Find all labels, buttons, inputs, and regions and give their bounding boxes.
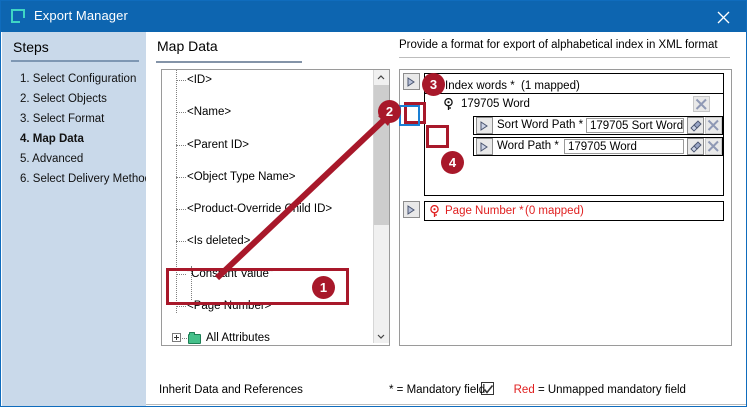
- footer-divider: [146, 404, 746, 405]
- mapping-unmapped-count: (0 mapped): [525, 205, 584, 217]
- tree-row[interactable]: <Name>: [162, 104, 372, 120]
- step-item-4[interactable]: 4. Map Data: [20, 133, 84, 145]
- mapping-panel: Index words * (1 mapped) 179705 Word: [399, 69, 732, 346]
- annotation-badge-1: 1: [312, 276, 335, 299]
- step-item-3[interactable]: 3. Select Format: [20, 113, 105, 125]
- mapping-field-label: Sort Word Path *: [497, 119, 584, 131]
- pick-icon[interactable]: [687, 117, 704, 134]
- tree-item-label: All Attributes: [206, 332, 270, 345]
- mapping-group-header[interactable]: Index words * (1 mapped): [425, 74, 723, 94]
- steps-divider: [11, 60, 139, 62]
- mapping-subgroup-label: 179705 Word: [461, 98, 530, 110]
- tree-row[interactable]: <Product-Override Child ID>: [162, 201, 372, 217]
- legend-red-rest: = Unmapped mandatory field: [537, 384, 686, 396]
- pick-icon[interactable]: [687, 138, 704, 155]
- page-title-divider: [156, 61, 302, 63]
- tree-guide-root: [176, 70, 178, 313]
- annotation-badge-2: 2: [378, 100, 401, 123]
- tree-row[interactable]: All Attributes: [162, 330, 372, 345]
- scroll-up-icon[interactable]: [374, 70, 389, 85]
- tree-row[interactable]: "Constant Value": [162, 266, 372, 282]
- mapping-group-count: (1 mapped): [521, 80, 580, 92]
- annotation-badge-4: 4: [441, 151, 464, 174]
- legend-mandatory: * = Mandatory field: [389, 384, 486, 396]
- title-bar: Export Manager: [1, 1, 746, 32]
- mapping-unmapped-expander[interactable]: [403, 201, 420, 218]
- tree-item-label: <Product-Override Child ID>: [187, 203, 333, 216]
- inherit-data-label: Inherit Data and References: [159, 384, 303, 396]
- inherit-data-checkbox[interactable]: [481, 382, 494, 395]
- legend-red-word: Red: [513, 384, 535, 396]
- expand-arrow-icon[interactable]: [476, 138, 493, 155]
- page-title: Map Data: [157, 38, 218, 54]
- tree-item-label: <Name>: [187, 106, 232, 119]
- remove-icon[interactable]: [693, 96, 710, 112]
- tree-item-label: <Is deleted>: [187, 235, 251, 248]
- tree-row[interactable]: <Parent ID>: [162, 137, 372, 153]
- close-icon[interactable]: [701, 1, 746, 32]
- mapping-field-value[interactable]: 179705 Sort Word: [586, 118, 684, 133]
- mapping-field-label: Word Path *: [497, 140, 559, 152]
- tree-item-label: <Object Type Name>: [187, 170, 296, 183]
- mapping-subgroup-179705-word: 179705 Word Sort Word Path * 179705 Sort…: [437, 95, 723, 174]
- mapping-group-expander[interactable]: [403, 73, 420, 90]
- tree-item-label: "Constant Value": [187, 267, 273, 280]
- expand-arrow-icon[interactable]: [476, 117, 493, 134]
- legend: * = Mandatory field Red = Unmapped manda…: [389, 384, 686, 396]
- key-icon: [444, 98, 453, 110]
- tree-row[interactable]: <Page Number>: [162, 298, 372, 314]
- mapping-group-index-words: Index words * (1 mapped) 179705 Word: [424, 73, 724, 196]
- step-item-5[interactable]: 5. Advanced: [20, 153, 84, 165]
- mapping-field-value[interactable]: 179705 Word: [564, 139, 684, 154]
- tree-items: <ID> <Name> <Parent ID> <Object Type Nam…: [162, 70, 372, 345]
- mapping-field-row: Word Path * 179705 Word: [473, 137, 723, 156]
- tree-row[interactable]: <Object Type Name>: [162, 169, 372, 185]
- step-item-1[interactable]: 1. Select Configuration: [20, 73, 137, 85]
- remove-icon[interactable]: [705, 138, 722, 155]
- step-item-6[interactable]: 6. Select Delivery Method: [20, 173, 152, 185]
- window-title: Export Manager: [34, 8, 128, 23]
- mapping-field-row: Sort Word Path * 179705 Sort Word: [473, 116, 723, 135]
- mapping-unmapped-label: Page Number *: [445, 205, 524, 217]
- mapping-group-label: Index words *: [445, 80, 515, 92]
- mapping-subgroup-header[interactable]: 179705 Word: [437, 95, 723, 115]
- steps-heading: Steps: [13, 39, 49, 55]
- annotation-badge-3: 3: [422, 73, 445, 96]
- source-tree[interactable]: <ID> <Name> <Parent ID> <Object Type Nam…: [161, 69, 390, 346]
- main-content: Map Data Provide a format for export of …: [146, 32, 746, 406]
- steps-list: 1. Select Configuration 2. Select Object…: [20, 69, 152, 189]
- tree-expand-icon[interactable]: [172, 333, 181, 343]
- step-item-2[interactable]: 2. Select Objects: [20, 93, 107, 105]
- app-square-icon: [11, 9, 25, 23]
- key-icon: [430, 205, 439, 217]
- tree-item-label: <Parent ID>: [187, 138, 250, 151]
- steps-panel: Steps 1. Select Configuration 2. Select …: [2, 32, 152, 406]
- tree-row[interactable]: <ID>: [162, 72, 372, 88]
- mapping-description: Provide a format for export of alphabeti…: [399, 39, 718, 51]
- mapping-group-page-number[interactable]: Page Number * (0 mapped): [424, 201, 724, 221]
- tree-row[interactable]: <Is deleted>: [162, 233, 372, 249]
- folder-icon: [188, 332, 201, 345]
- mapping-description-divider: [399, 57, 730, 58]
- tree-item-label: <ID>: [187, 74, 212, 86]
- scroll-down-icon[interactable]: [374, 328, 389, 343]
- remove-icon[interactable]: [705, 117, 722, 134]
- tree-guide-indexwords: [191, 266, 193, 300]
- tree-item-label: <Page Number>: [187, 300, 272, 313]
